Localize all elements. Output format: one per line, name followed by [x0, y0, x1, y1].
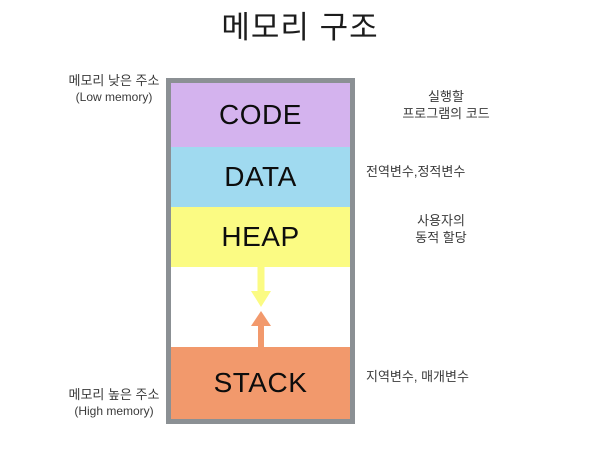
high-memory-label: 메모리 높은 주소 (High memory): [66, 386, 162, 420]
segment-data: DATA: [171, 147, 350, 207]
segment-heap-label: HEAP: [221, 221, 300, 252]
note-code-line2: 프로그램의 코드: [402, 106, 490, 121]
note-stack-line1: 지역변수, 매개변수: [366, 369, 469, 384]
segment-code-label: CODE: [219, 99, 302, 130]
stack-grows-up-arrow: [250, 311, 271, 347]
segment-stack: STACK: [171, 347, 350, 419]
memory-box: CODE DATA HEAP STACK: [166, 78, 355, 424]
low-memory-label-en: (Low memory): [75, 90, 153, 104]
segment-data-label: DATA: [224, 161, 297, 192]
low-memory-label-ko: 메모리 낮은 주소: [68, 73, 160, 88]
page-title: 메모리 구조: [221, 10, 379, 45]
note-heap-line2: 동적 할당: [415, 230, 467, 245]
segment-stack-label: STACK: [213, 367, 308, 398]
high-memory-label-en: (High memory): [74, 404, 154, 418]
segment-free-space: [171, 267, 350, 347]
note-heap: 사용자의 동적 할당: [366, 212, 516, 246]
segment-code: CODE: [171, 83, 350, 147]
heap-grows-down-arrow: [250, 267, 271, 307]
low-memory-label: 메모리 낮은 주소 (Low memory): [66, 72, 162, 106]
note-code: 실행할 프로그램의 코드: [366, 88, 526, 122]
note-data: 전역변수,정적변수: [366, 163, 526, 180]
note-code-line1: 실행할: [428, 89, 464, 104]
segment-heap: HEAP: [171, 207, 350, 267]
note-data-line1: 전역변수,정적변수: [366, 164, 466, 179]
high-memory-label-ko: 메모리 높은 주소: [68, 387, 160, 402]
note-heap-line1: 사용자의: [417, 213, 465, 228]
growth-arrows: [171, 267, 350, 347]
note-stack: 지역변수, 매개변수: [366, 368, 536, 385]
